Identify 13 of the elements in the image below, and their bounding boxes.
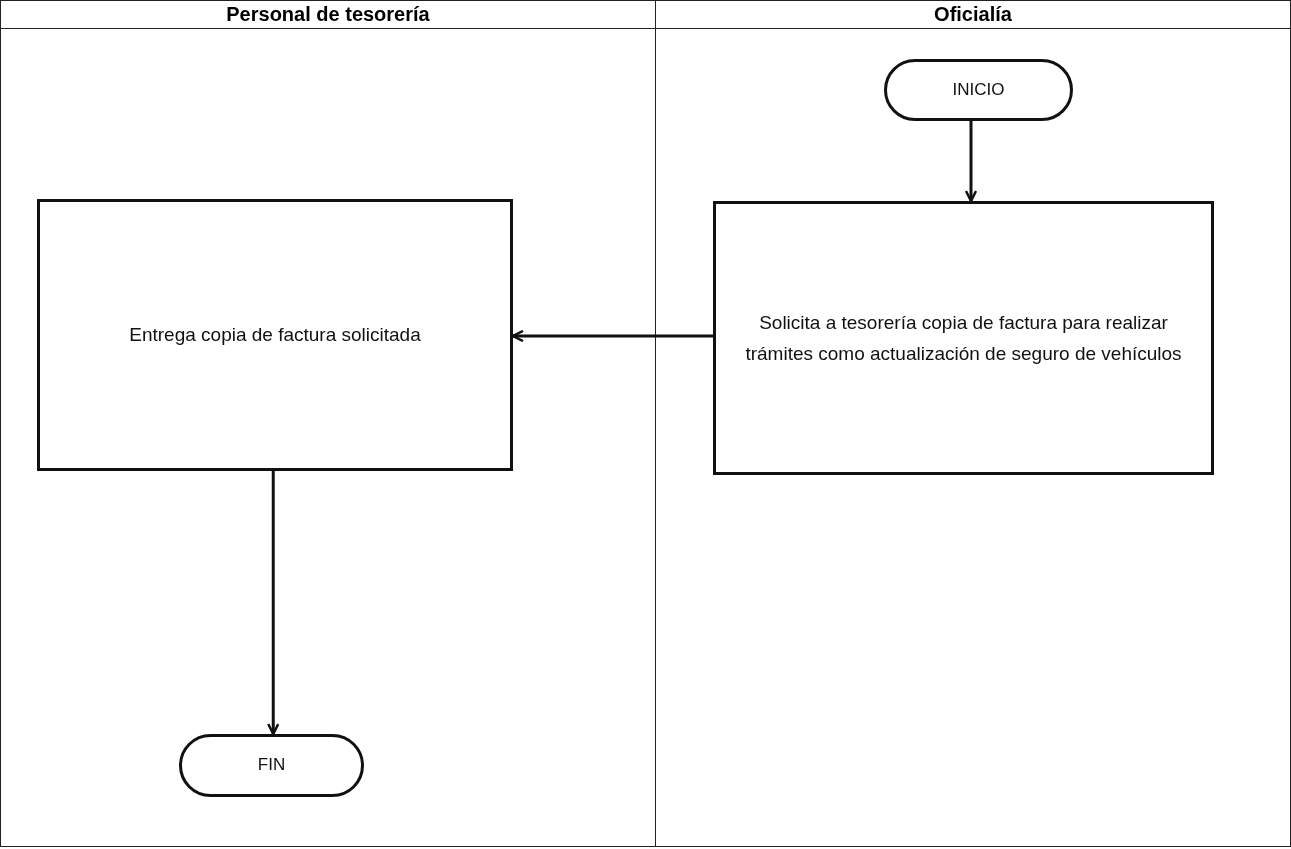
swimlane [655, 0, 1291, 847]
lane-header: Oficialía [656, 1, 1290, 29]
arrow [267, 471, 280, 736]
process-box [37, 199, 513, 471]
arrow [511, 329, 713, 343]
node-text: Solicita a tesorería copia de factura para realizar trámites como actualización de seguro de vehículos [744, 310, 1183, 366]
arrow [964, 121, 978, 203]
swimlane [0, 0, 656, 847]
node-text: FIN [257, 754, 286, 777]
node-text: INICIO [952, 78, 1005, 101]
node-text: Entrega copia de factura solicitada [129, 323, 421, 348]
process-box [713, 201, 1214, 475]
lane-header: Personal de tesorería [1, 1, 655, 29]
